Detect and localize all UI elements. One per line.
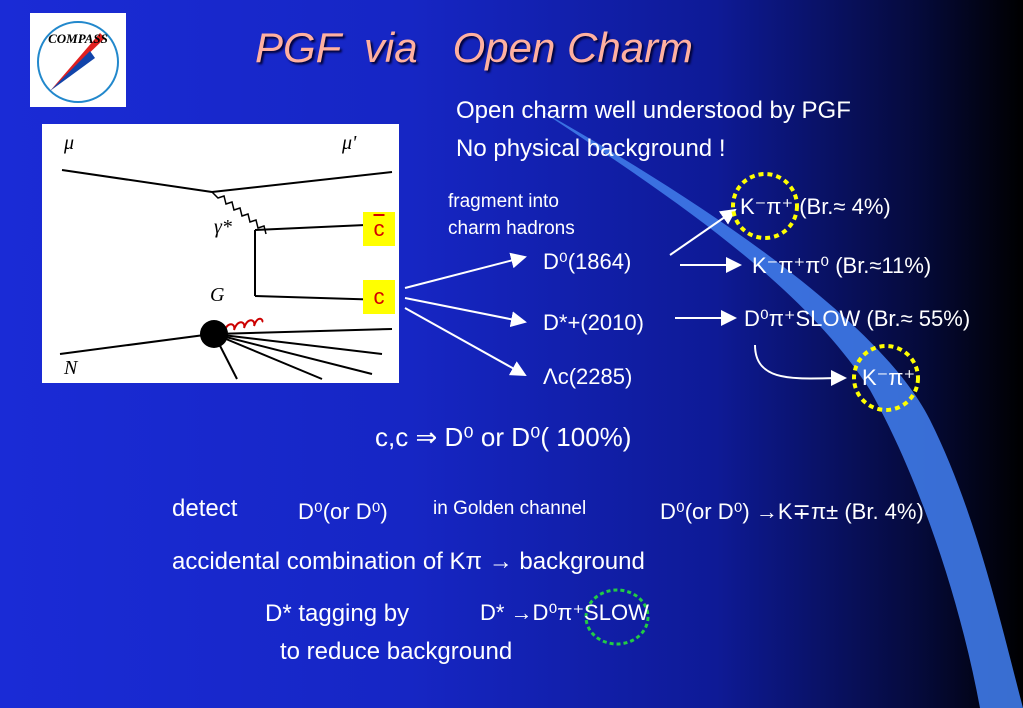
hadron-lambda: Λc(2285) <box>543 364 633 389</box>
intro-line2: No physical background ! <box>456 135 726 162</box>
cc-statement: c,c ⇒ D⁰ or D⁰( 100%) <box>375 422 632 452</box>
dstar-formula: D* →D⁰π⁺SLOW <box>480 600 649 625</box>
nucleon-label: N <box>64 357 78 379</box>
fragment-line1: fragment into <box>448 191 559 212</box>
decay-d0pislow: D⁰π⁺SLOW (Br.≈ 55%) <box>744 306 971 331</box>
mu-label: μ <box>64 132 75 154</box>
mu-prime-label: μ' <box>342 132 357 154</box>
decay-kpi: K⁻π⁺ (Br.≈ 4%) <box>740 194 891 219</box>
gluon-label: G <box>210 284 225 306</box>
golden-decay: D⁰(or D⁰) →K∓π± (Br. 4%) <box>660 499 924 524</box>
compass-logo: COMPASS <box>30 13 126 107</box>
cbar-box: c <box>363 212 395 246</box>
intro-line1: Open charm well understood by PGF <box>456 97 851 124</box>
hadron-d0: D⁰(1864) <box>543 249 632 274</box>
fragment-line2: charm hadrons <box>448 218 575 239</box>
gamma-label: γ* <box>214 216 232 238</box>
hadron-dstar: D*+(2010) <box>543 310 644 335</box>
decay-kpipi0: K⁻π⁺π⁰ (Br.≈11%) <box>752 253 932 278</box>
logo-text: COMPASS <box>48 31 108 46</box>
detect-formula: D⁰(or D⁰) <box>298 499 388 524</box>
decay-kpi2: K⁻π⁺ <box>862 365 916 390</box>
accidental-line: accidental combination of Kπ → backgroun… <box>172 548 645 575</box>
detect-label: detect <box>172 495 238 522</box>
feynman-diagram: μ μ' γ* G N <box>42 124 399 383</box>
c-box: c <box>363 280 395 314</box>
golden-channel: in Golden channel <box>433 498 587 519</box>
reduce-line: to reduce background <box>280 638 513 665</box>
slide-title: PGF via Open Charm <box>255 24 694 71</box>
dstar-tag-label: D* tagging by <box>265 600 410 627</box>
